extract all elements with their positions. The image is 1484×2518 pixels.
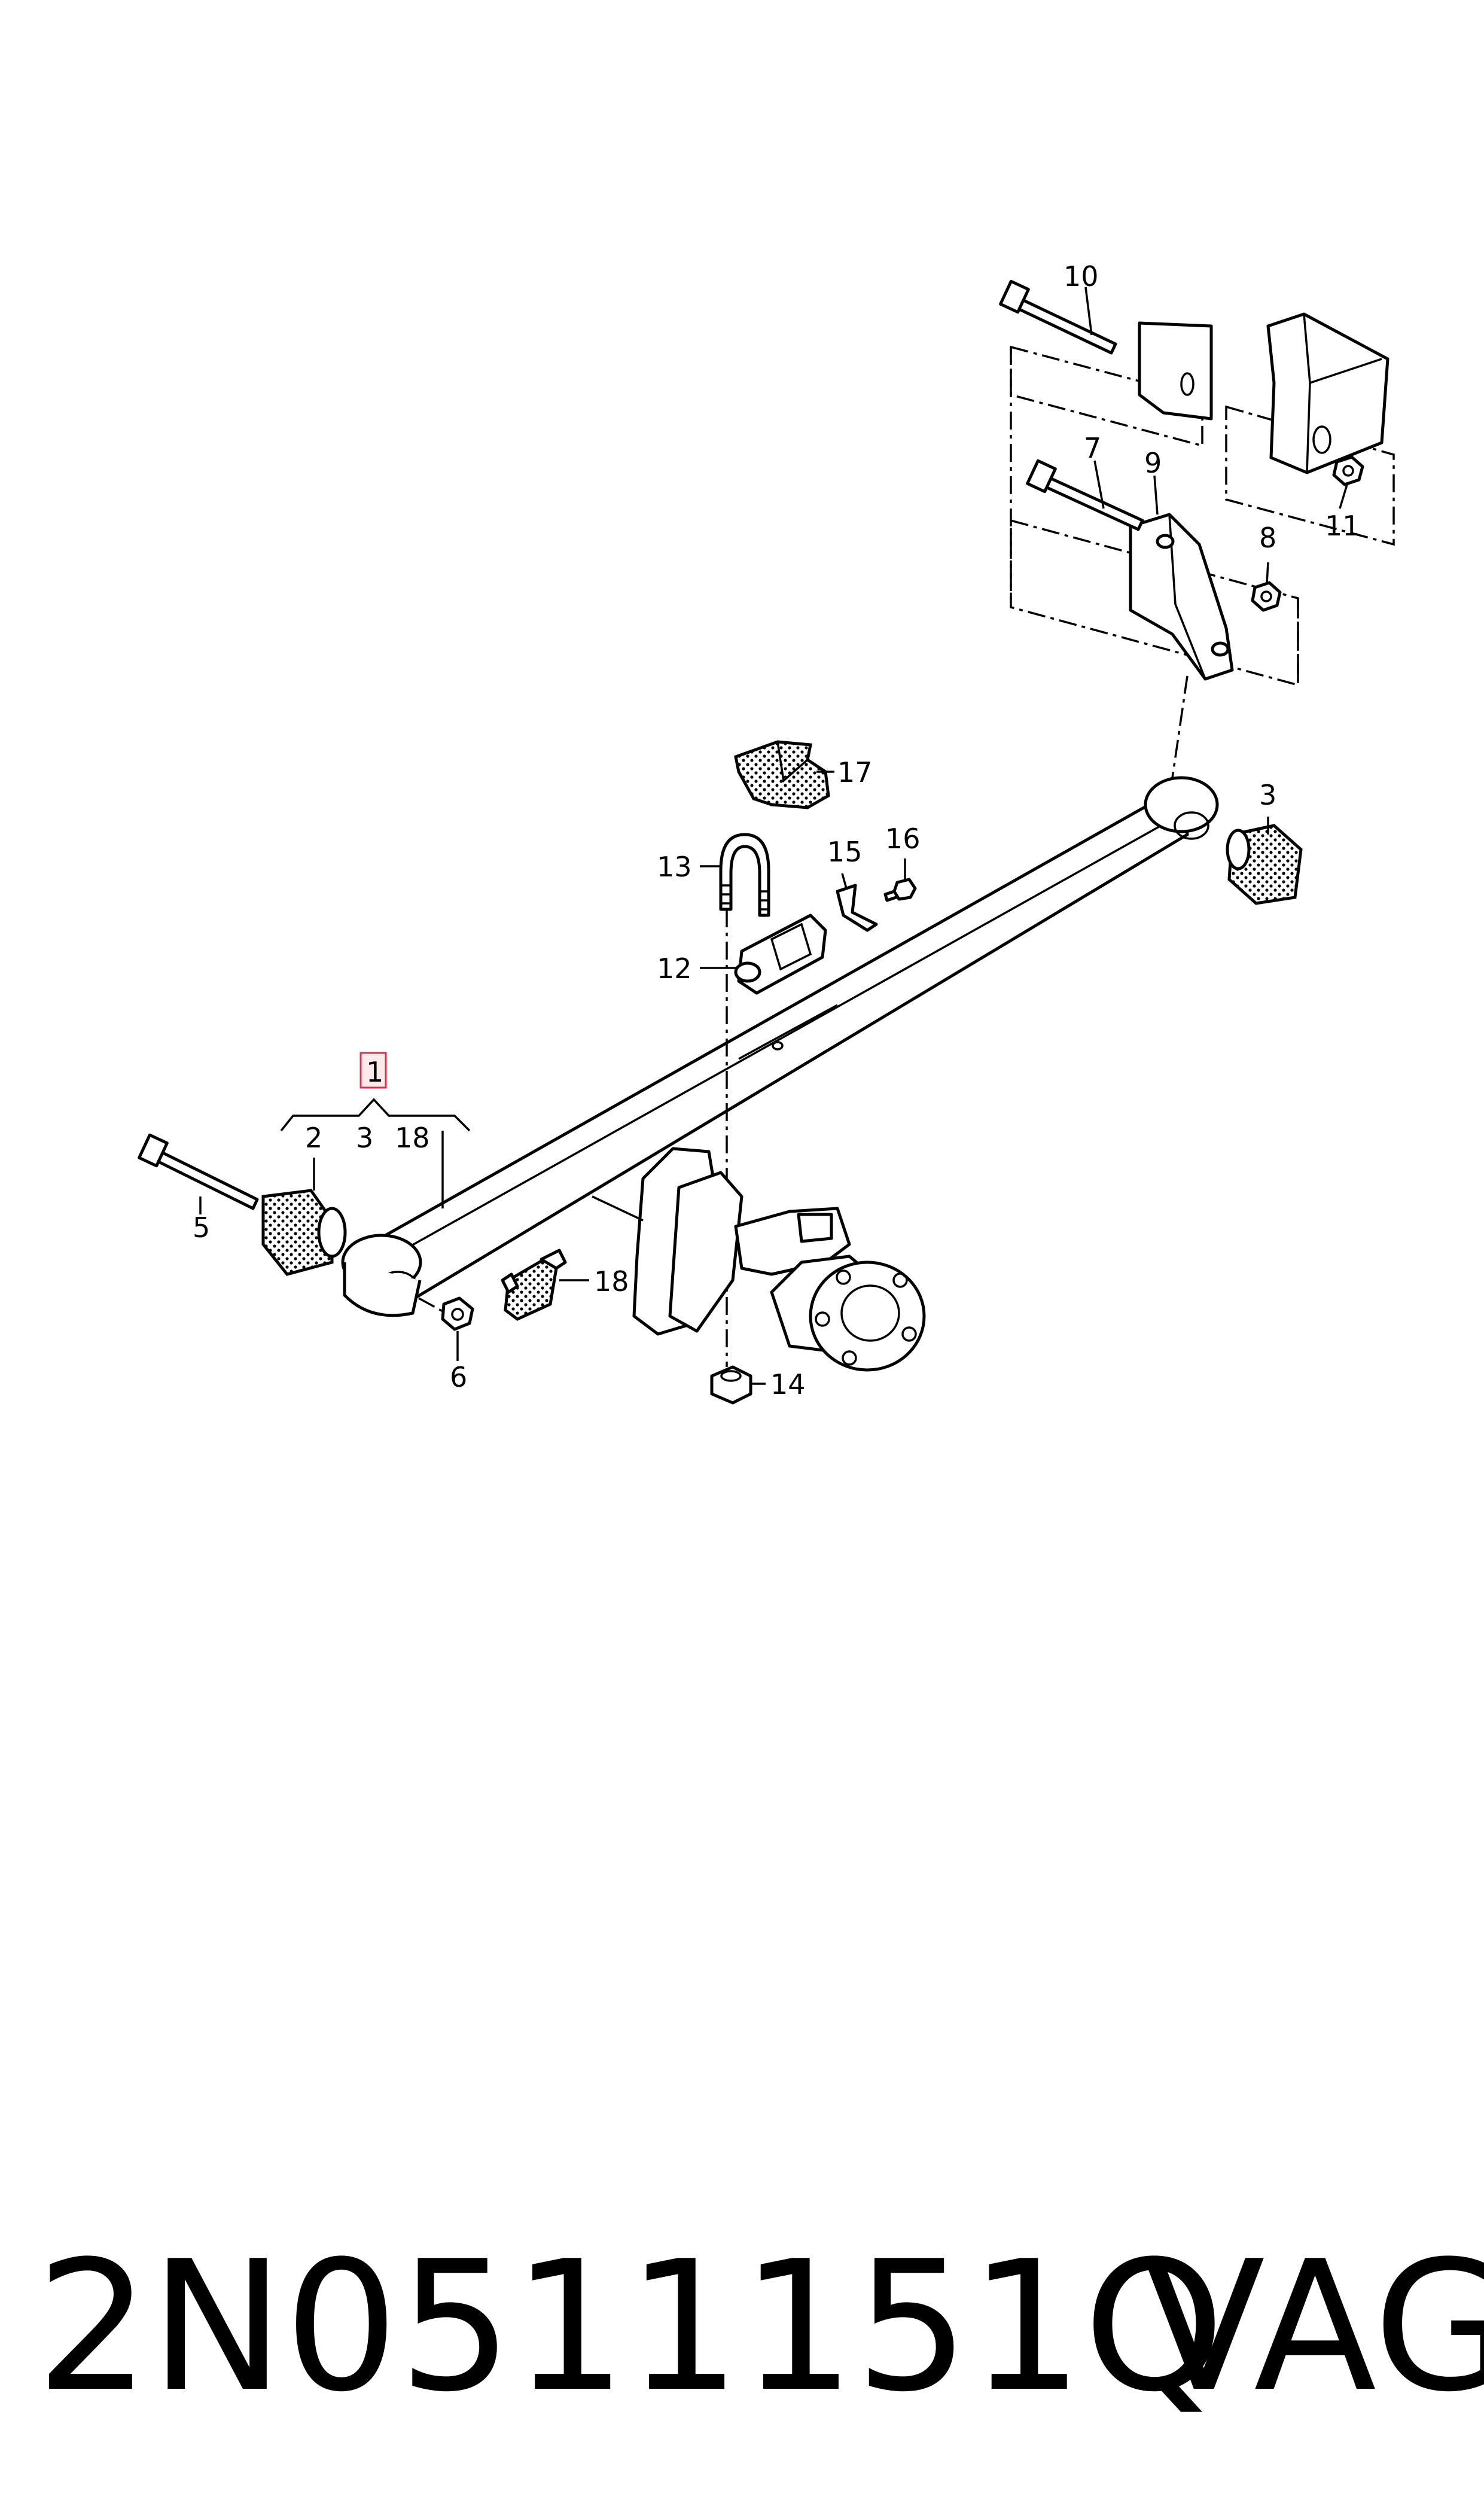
u-bolt-assembly bbox=[719, 740, 917, 1367]
callout-18-bracket: 18 bbox=[395, 1122, 430, 1154]
callout-17: 17 bbox=[837, 756, 873, 788]
callout-5: 5 bbox=[193, 1211, 210, 1244]
front-eye-nut bbox=[441, 1296, 474, 1331]
callout-16: 16 bbox=[885, 823, 921, 855]
callout-11: 11 bbox=[1325, 510, 1360, 542]
rear-bushing bbox=[1226, 824, 1303, 905]
callout-13: 13 bbox=[657, 851, 692, 883]
callout-10: 10 bbox=[1064, 260, 1099, 293]
callout-6: 6 bbox=[450, 1361, 467, 1393]
callout-14: 14 bbox=[770, 1368, 806, 1400]
axle-housing bbox=[592, 1147, 926, 1372]
callout-1: 1 bbox=[366, 1056, 383, 1088]
part-number: 2N0511151Q bbox=[36, 2222, 1225, 2431]
spring-pad bbox=[501, 1249, 567, 1321]
caption: 2N0511151Q VAG bbox=[0, 2208, 1484, 2447]
callout-3-front: 3 bbox=[356, 1122, 373, 1154]
callout-15: 15 bbox=[827, 836, 863, 868]
callout-8: 8 bbox=[1259, 522, 1276, 554]
front-bushing bbox=[261, 1189, 452, 1317]
callout-9: 9 bbox=[1144, 447, 1162, 479]
callout-7: 7 bbox=[1084, 432, 1101, 464]
leaf-spring bbox=[341, 776, 1219, 1317]
u-bolt-nut bbox=[710, 1365, 752, 1405]
callout-12: 12 bbox=[657, 952, 692, 985]
front-eye-bolt bbox=[138, 1133, 259, 1210]
callout-2: 2 bbox=[305, 1122, 322, 1154]
callout-3-rear: 3 bbox=[1259, 779, 1276, 811]
frame-bracket-group bbox=[999, 279, 1395, 778]
callout-1-highlight-box bbox=[359, 1052, 387, 1089]
brand-name: VAG bbox=[1142, 2222, 1484, 2431]
callout-18: 18 bbox=[594, 1265, 629, 1298]
leader-lines bbox=[199, 287, 1348, 1385]
callout-labels: 10 7 9 8 11 3 17 15 16 13 12 1 2 3 18 5 … bbox=[193, 260, 1360, 1400]
